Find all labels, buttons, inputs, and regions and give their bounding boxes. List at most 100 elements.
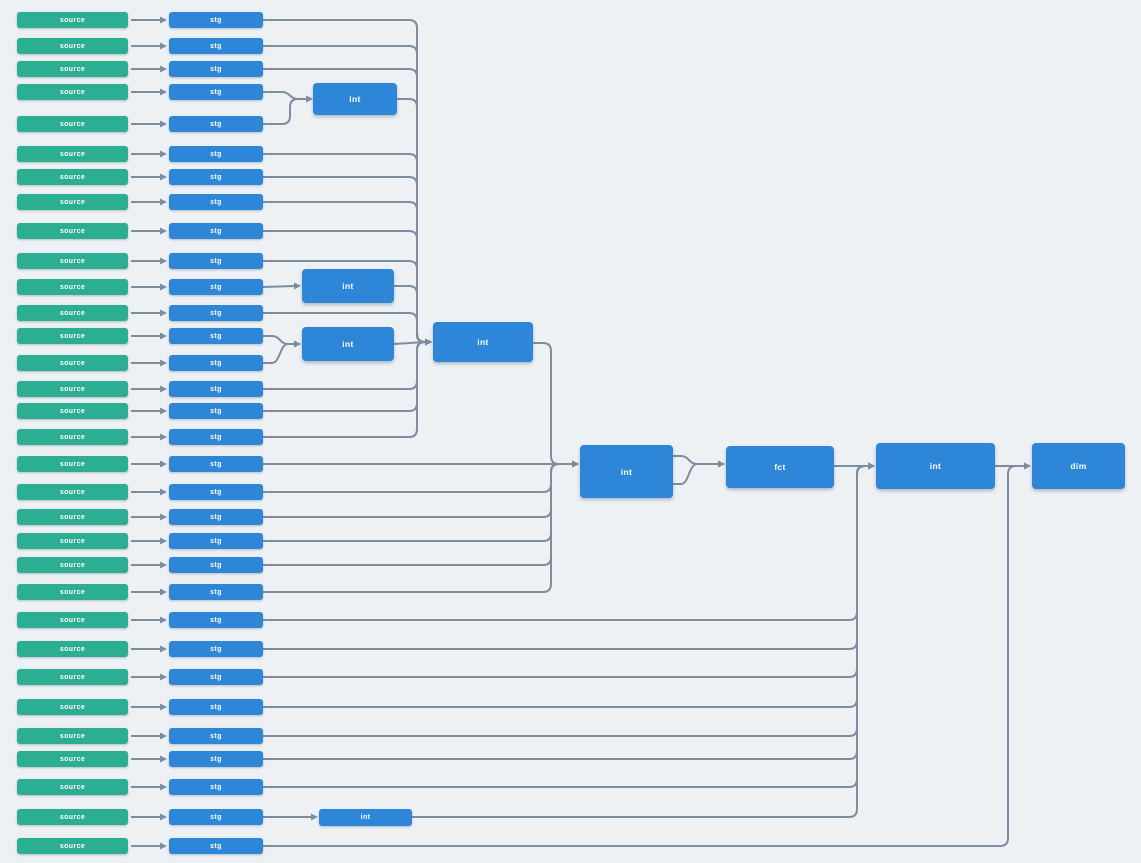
source-node-1[interactable]: source xyxy=(17,12,128,28)
source-node-28[interactable]: source xyxy=(17,728,128,744)
node-label: stg xyxy=(210,645,222,653)
source-node-6[interactable]: source xyxy=(17,146,128,162)
node-label: stg xyxy=(210,65,222,73)
stg-node-13[interactable]: stg xyxy=(169,328,263,344)
edge-int3-int4 xyxy=(393,338,432,346)
model-node-int3[interactable]: int xyxy=(302,327,394,361)
node-label: source xyxy=(59,813,86,821)
source-node-17[interactable]: source xyxy=(17,429,128,445)
stg-node-26[interactable]: stg xyxy=(169,669,263,685)
node-label: stg xyxy=(210,42,222,50)
stg-node-19[interactable]: stg xyxy=(169,484,263,500)
stg-node-5[interactable]: stg xyxy=(169,116,263,132)
stg-node-6[interactable]: stg xyxy=(169,146,263,162)
node-label: stg xyxy=(210,513,222,521)
stg-node-28[interactable]: stg xyxy=(169,728,263,744)
edge-stg5-int1 xyxy=(263,95,313,125)
source-node-15[interactable]: source xyxy=(17,381,128,397)
stg-node-11[interactable]: stg xyxy=(169,279,263,295)
stg-node-17[interactable]: stg xyxy=(169,429,263,445)
source-node-7[interactable]: source xyxy=(17,169,128,185)
stg-node-1[interactable]: stg xyxy=(169,12,263,28)
stg-node-8[interactable]: stg xyxy=(169,194,263,210)
source-node-8[interactable]: source xyxy=(17,194,128,210)
node-label: stg xyxy=(210,755,222,763)
edge-stg11-int2 xyxy=(262,282,301,290)
source-node-20[interactable]: source xyxy=(17,509,128,525)
source-node-9[interactable]: source xyxy=(17,223,128,239)
stg-node-31[interactable]: stg xyxy=(169,809,263,825)
source-node-14[interactable]: source xyxy=(17,355,128,371)
source-node-21[interactable]: source xyxy=(17,533,128,549)
stg-node-2[interactable]: stg xyxy=(169,38,263,54)
edge-stg22-int5 xyxy=(263,460,579,566)
model-node-int1[interactable]: int xyxy=(313,83,397,115)
stg-node-21[interactable]: stg xyxy=(169,533,263,549)
stg-node-23[interactable]: stg xyxy=(169,584,263,600)
stg-node-29[interactable]: stg xyxy=(169,751,263,767)
edge-stg19-int5 xyxy=(263,460,579,493)
stg-node-9[interactable]: stg xyxy=(169,223,263,239)
stg-node-3[interactable]: stg xyxy=(169,61,263,77)
source-node-31[interactable]: source xyxy=(17,809,128,825)
source-node-16[interactable]: source xyxy=(17,403,128,419)
source-node-2[interactable]: source xyxy=(17,38,128,54)
stg-node-7[interactable]: stg xyxy=(169,169,263,185)
model-node-int4[interactable]: int xyxy=(433,322,533,362)
stg-node-20[interactable]: stg xyxy=(169,509,263,525)
model-node-int5[interactable]: int xyxy=(580,445,673,498)
source-node-13[interactable]: source xyxy=(17,328,128,344)
stg-node-30[interactable]: stg xyxy=(169,779,263,795)
source-node-11[interactable]: source xyxy=(17,279,128,295)
model-node-dim[interactable]: dim xyxy=(1032,443,1125,489)
source-node-27[interactable]: source xyxy=(17,699,128,715)
node-label: stg xyxy=(210,673,222,681)
model-node-fct[interactable]: fct xyxy=(726,446,834,488)
source-node-30[interactable]: source xyxy=(17,779,128,795)
source-node-5[interactable]: source xyxy=(17,116,128,132)
node-label: stg xyxy=(210,732,222,740)
node-label: source xyxy=(59,227,86,235)
model-node-int2[interactable]: int xyxy=(302,269,394,303)
edge-stg26-int6 xyxy=(263,462,875,678)
model-node-int6[interactable]: int xyxy=(876,443,995,489)
source-node-4[interactable]: source xyxy=(17,84,128,100)
node-label: source xyxy=(59,513,86,521)
source-node-12[interactable]: source xyxy=(17,305,128,321)
stg-node-10[interactable]: stg xyxy=(169,253,263,269)
stg-node-4[interactable]: stg xyxy=(169,84,263,100)
node-label: stg xyxy=(210,150,222,158)
stg-node-32[interactable]: stg xyxy=(169,838,263,854)
node-label: source xyxy=(59,645,86,653)
source-node-29[interactable]: source xyxy=(17,751,128,767)
node-label: stg xyxy=(210,407,222,415)
stg-node-12[interactable]: stg xyxy=(169,305,263,321)
source-node-25[interactable]: source xyxy=(17,641,128,657)
stg-node-18[interactable]: stg xyxy=(169,456,263,472)
stg-node-27[interactable]: stg xyxy=(169,699,263,715)
stg-node-14[interactable]: stg xyxy=(169,355,263,371)
node-label: source xyxy=(59,616,86,624)
source-node-3[interactable]: source xyxy=(17,61,128,77)
source-node-32[interactable]: source xyxy=(17,838,128,854)
stg-node-25[interactable]: stg xyxy=(169,641,263,657)
source-node-22[interactable]: source xyxy=(17,557,128,573)
node-label: source xyxy=(59,120,86,128)
node-label: source xyxy=(59,65,86,73)
stg-node-22[interactable]: stg xyxy=(169,557,263,573)
node-label: int xyxy=(342,281,354,291)
model-node-int7[interactable]: int xyxy=(319,809,412,826)
stg-node-16[interactable]: stg xyxy=(169,403,263,419)
source-node-26[interactable]: source xyxy=(17,669,128,685)
stg-node-24[interactable]: stg xyxy=(169,612,263,628)
node-label: source xyxy=(59,385,86,393)
source-node-24[interactable]: source xyxy=(17,612,128,628)
edge-stg14-int3 xyxy=(263,340,301,364)
source-node-10[interactable]: source xyxy=(17,253,128,269)
node-label: int xyxy=(929,461,942,471)
source-node-23[interactable]: source xyxy=(17,584,128,600)
source-node-18[interactable]: source xyxy=(17,456,128,472)
source-node-19[interactable]: source xyxy=(17,484,128,500)
stg-node-15[interactable]: stg xyxy=(169,381,263,397)
